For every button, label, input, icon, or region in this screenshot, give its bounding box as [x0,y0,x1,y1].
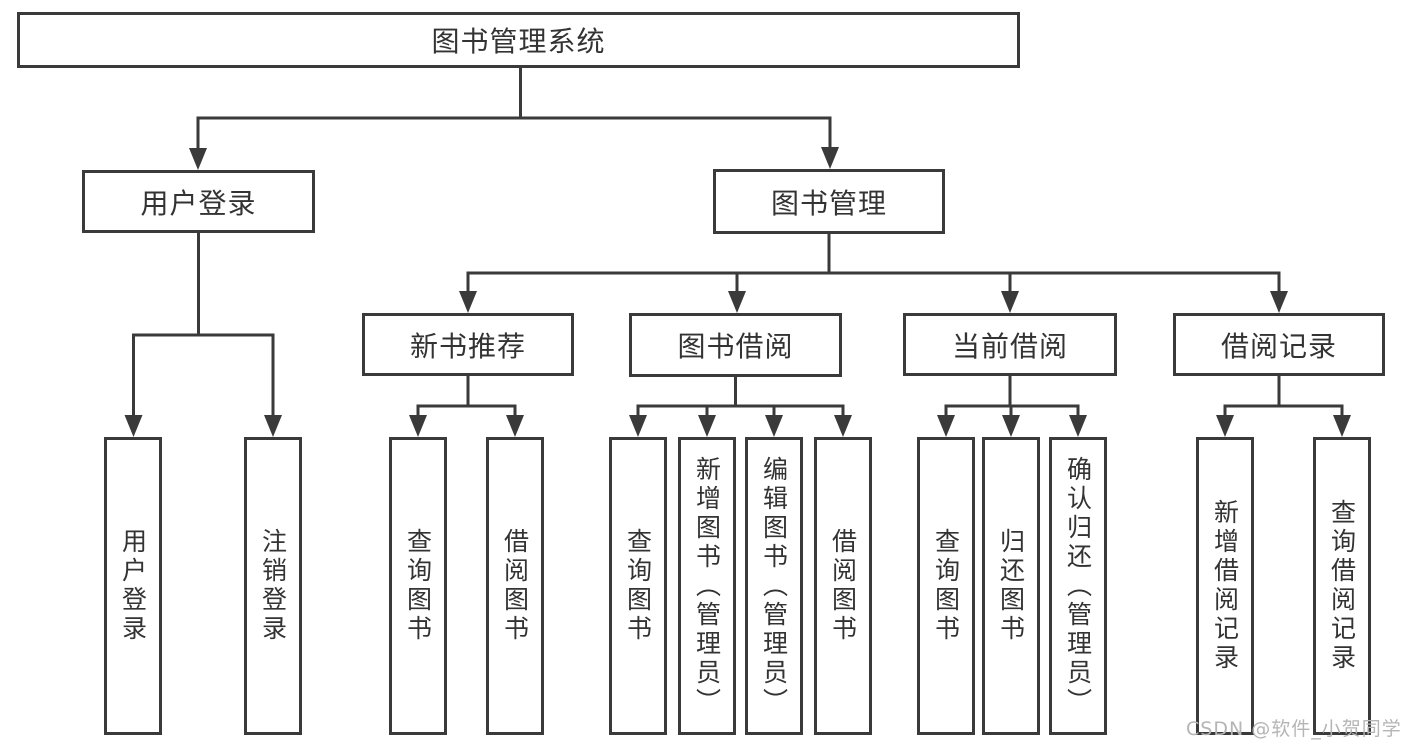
node-label: 用户登录 [140,186,257,220]
leaf-newbook-query-book: 查询图书 [389,437,447,735]
leaf-borrow-add-book-admin: 新增图书（管理员） [678,437,736,735]
node-borrow-record: 借阅记录 [1173,313,1385,376]
node-book-borrow: 图书借阅 [629,313,842,377]
leaf-label: 注销登录 [258,528,288,644]
leaf-label: 查询图书 [403,528,433,644]
node-root: 图书管理系统 [17,12,1020,68]
leaf-current-confirm-return-admin: 确认归还（管理员） [1049,437,1107,735]
leaf-logout: 注销登录 [244,437,302,735]
node-label: 当前借阅 [951,329,1068,363]
node-label: 图书借阅 [677,330,794,363]
leaf-label: 借阅图书 [828,528,858,644]
leaf-label: 查询借阅记录 [1327,499,1357,673]
leaf-borrow-edit-book-admin: 编辑图书（管理员） [745,437,803,735]
node-label: 图书管理 [770,186,887,220]
leaf-label: 查询图书 [623,528,653,644]
node-label: 图书管理系统 [431,25,606,58]
leaf-label: 编辑图书（管理员） [759,455,789,717]
csdn-watermark: CSDN @软件_小贺同学 [1186,718,1402,740]
leaf-label: 归还图书 [996,528,1026,644]
node-label: 新书推荐 [409,329,526,363]
leaf-label: 新增借阅记录 [1210,499,1240,673]
leaf-label: 确认归还（管理员） [1063,455,1093,717]
node-user-login-branch: 用户登录 [82,170,315,233]
node-label: 借阅记录 [1220,329,1337,363]
leaf-borrow-query-book: 查询图书 [609,437,667,735]
leaf-label: 借阅图书 [500,528,530,644]
leaf-newbook-borrow-book: 借阅图书 [486,437,544,735]
leaf-borrow-borrow-book: 借阅图书 [814,437,872,735]
node-book-mgmt-branch: 图书管理 [713,169,945,234]
leaf-current-return-book: 归还图书 [982,437,1040,735]
leaf-record-add-borrow-record: 新增借阅记录 [1196,437,1254,735]
node-new-book-recommend: 新书推荐 [362,313,574,376]
leaf-record-query-borrow-record: 查询借阅记录 [1313,437,1371,735]
leaf-current-query-book: 查询图书 [917,437,975,735]
leaf-label: 用户登录 [118,528,148,644]
leaf-label: 新增图书（管理员） [692,455,722,717]
node-current-borrow: 当前借阅 [903,313,1117,376]
leaf-label: 查询图书 [931,528,961,644]
leaf-user-login: 用户登录 [104,437,162,735]
